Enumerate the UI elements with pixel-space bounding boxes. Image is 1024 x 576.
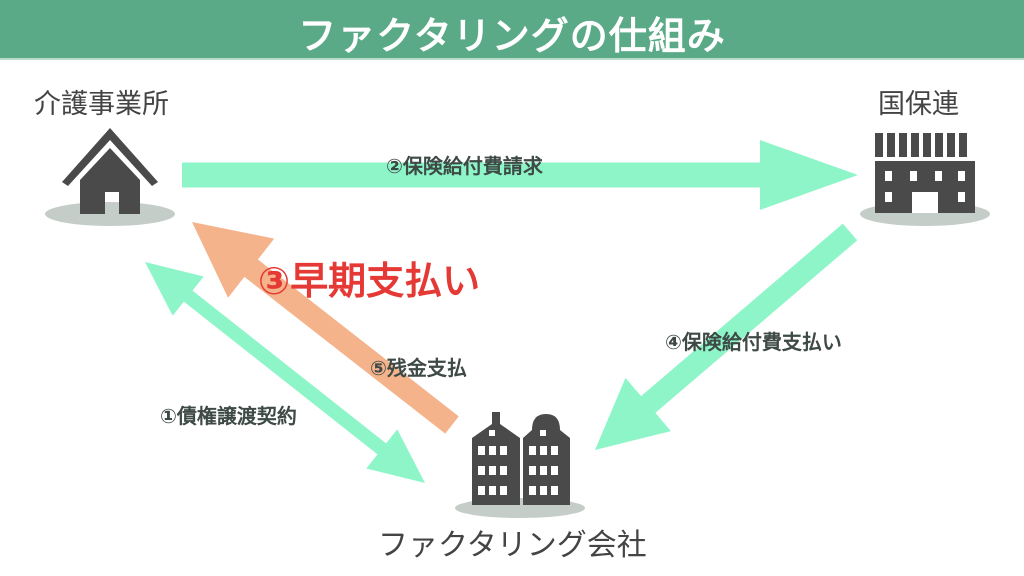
step-5-label: ⑤残金支払 (370, 356, 467, 380)
arrow-step-3-5 (192, 222, 459, 434)
step-3-label: ③早期支払い (258, 259, 481, 303)
arrow-step-4 (595, 223, 858, 450)
node-label-kokuhoren: 国保連 (878, 89, 959, 120)
twin-buildings-icon (455, 412, 585, 518)
step-1-label: ①債権譲渡契約 (160, 404, 297, 428)
arrow-step-1 (145, 262, 425, 483)
arrow-step-2 (182, 140, 858, 210)
node-label-factoring: ファクタリング会社 (378, 528, 647, 563)
office-building-icon (860, 133, 990, 226)
step-4-label: ④保険給付費支払い (665, 330, 842, 354)
page-title: ファクタリングの仕組み (298, 14, 726, 58)
node-label-provider: 介護事業所 (34, 89, 169, 120)
step-2-label: ②保険給付費請求 (386, 154, 543, 178)
title-banner: ファクタリングの仕組み (0, 0, 1024, 60)
house-icon (45, 128, 175, 226)
